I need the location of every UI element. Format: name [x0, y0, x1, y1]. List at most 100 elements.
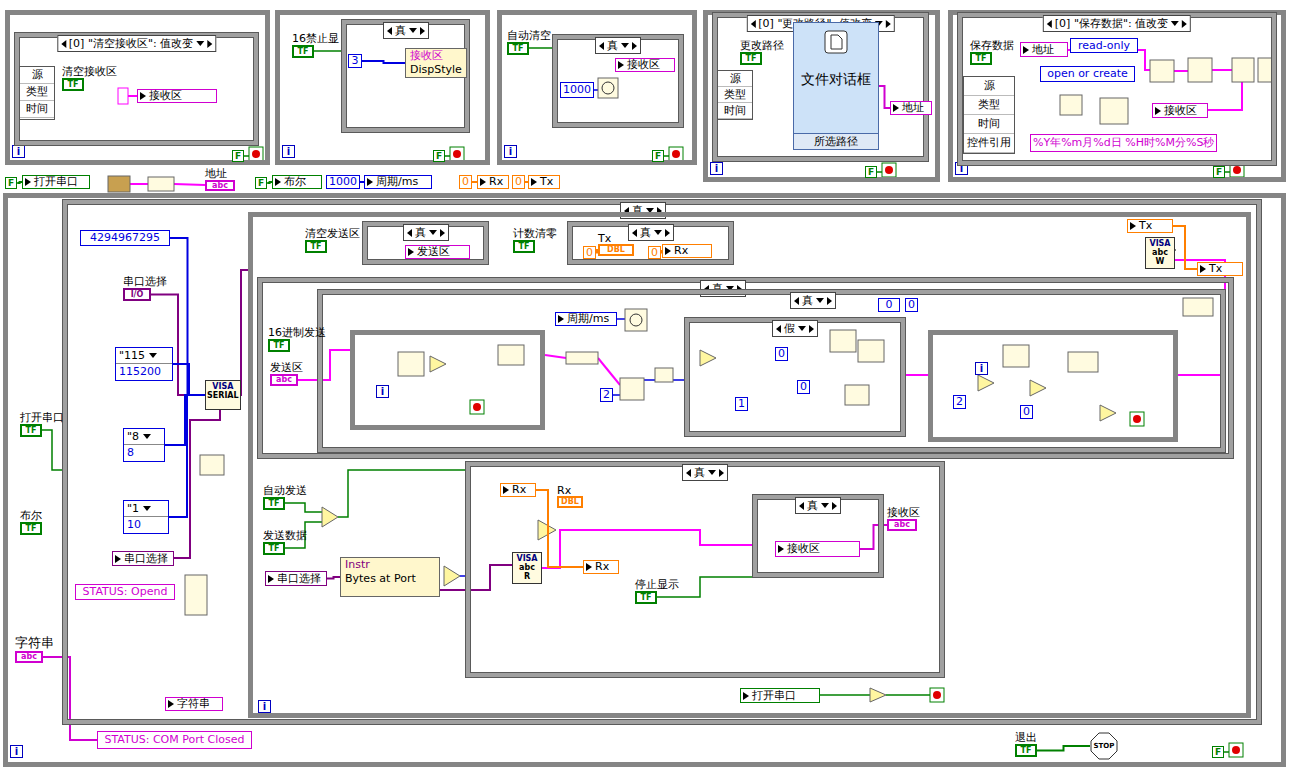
case-selector: 真 — [795, 497, 841, 514]
boolean-wire — [285, 503, 322, 512]
function-icon — [1150, 60, 1174, 82]
case-selector: 真 — [790, 292, 836, 309]
string-wire — [130, 183, 148, 185]
function-icon — [655, 368, 673, 382]
express-vi-title: 文件对话框 — [801, 71, 871, 89]
control-terminal: 打开串口TF — [20, 424, 42, 437]
dropdown-arrow — [798, 326, 806, 331]
case-selector: 真 — [403, 224, 449, 241]
control-terminal: 计数清零TF — [513, 240, 535, 253]
stop-terminal — [470, 400, 484, 414]
constant: F — [1213, 166, 1225, 178]
constant: 0 — [905, 298, 918, 312]
control-terminal: 16进制发送TF — [268, 339, 290, 352]
decrement-arrow — [61, 40, 66, 48]
ring-value-row: 10 — [124, 517, 168, 532]
function-icon — [498, 345, 524, 365]
function-node: VISAabcR — [512, 552, 542, 584]
increment-arrow — [632, 42, 637, 50]
primitive-triangle — [322, 507, 338, 527]
constant: F — [1212, 746, 1224, 758]
control-terminal: TxDBL — [598, 244, 634, 256]
express-vi-icon-page — [831, 35, 842, 49]
constant-value: 0 — [778, 348, 785, 360]
control-terminal: 保存数据TF — [970, 52, 992, 65]
local-variable-icon — [665, 247, 671, 255]
terminal-label: 退出 — [1015, 730, 1037, 745]
case-selector: 真 — [595, 37, 641, 54]
terminal-type: DBL — [559, 498, 581, 506]
case-structure: 真4294967295串口选择I/O"115115200"88"110VISAS… — [63, 200, 1261, 724]
constant: F — [652, 150, 664, 162]
constant: 4294967295 — [80, 230, 170, 246]
ring-row: "1 — [124, 501, 168, 517]
boolean-wire — [529, 47, 553, 49]
case-structure: 真发送区 — [363, 222, 488, 264]
iteration-terminal: i — [12, 145, 25, 158]
local-variable-name: 地址 — [902, 102, 928, 114]
control-terminal: 发送区abc — [270, 374, 298, 386]
boolean-wire — [1225, 171, 1230, 173]
ring-value: 8 — [127, 446, 134, 459]
decrement-arrow — [686, 469, 691, 477]
boolean-wire — [664, 155, 669, 157]
increment-arrow — [886, 20, 891, 28]
wire — [327, 577, 340, 579]
constant-value: STATUS: Opend — [78, 585, 172, 599]
primitive-triangle — [1100, 405, 1116, 421]
event-data-node: 源类型时间 — [19, 66, 55, 120]
terminal-label: 发送区 — [270, 360, 303, 375]
constant-value: 0 — [800, 381, 807, 393]
local-variable-name: 打开串口 — [752, 689, 816, 702]
terminal-type: TF — [1017, 746, 1035, 755]
dropdown-arrow — [429, 230, 437, 235]
local-variable-name: 打开串口 — [34, 176, 86, 188]
local-variable: Rx — [500, 483, 536, 497]
stop-dot — [1233, 166, 1241, 174]
property-row: Bytes at Port — [341, 572, 439, 586]
constant: 1 — [735, 397, 748, 411]
event-data-field: 时间 — [20, 101, 54, 118]
terminal-type: TF — [742, 54, 760, 63]
local-variable: 接收区 — [775, 541, 860, 557]
local-variable-icon — [558, 315, 564, 323]
stop-dot — [252, 150, 1241, 754]
local-variable-name: 地址 — [1032, 43, 1064, 56]
control-terminal: 地址abc — [205, 180, 235, 191]
local-variable-name: Tx — [1209, 263, 1239, 275]
while-loop: i真4294967295串口选择I/O"115115200"88"110VISA… — [3, 193, 1286, 767]
function-icon — [830, 330, 856, 352]
function-icon — [185, 575, 207, 615]
increment-arrow — [665, 229, 670, 237]
while-loop: i20 — [928, 330, 1178, 442]
increment-arrow — [420, 27, 425, 35]
string-wire — [542, 530, 753, 568]
local-variable: 周期/ms — [364, 175, 432, 189]
local-variable-icon — [115, 555, 121, 563]
decrement-arrow — [1047, 20, 1052, 28]
constant: STATUS: Opend — [75, 584, 175, 600]
function-icon — [1258, 58, 1272, 82]
wire — [170, 238, 205, 395]
constant-value: F — [436, 151, 442, 161]
local-variable-name: 字符串 — [177, 698, 219, 710]
event-data-field: 控件引用 — [964, 134, 1014, 153]
local-variable-icon — [168, 700, 174, 708]
terminal-label: 16禁止显 — [292, 31, 339, 46]
property-row: Instr — [341, 558, 439, 572]
property-row: 接收区 — [406, 49, 466, 63]
function-icon-text: W — [1147, 257, 1173, 266]
boolean-wire — [886, 694, 930, 696]
constant-value: F — [1215, 747, 1221, 757]
constant-value: 0 — [1023, 406, 1030, 418]
terminal-type: abc — [272, 376, 296, 384]
terminal-type: TF — [265, 499, 283, 508]
property-node: InstrBytes at Port — [340, 557, 440, 597]
local-variable-icon — [618, 61, 624, 69]
constant-value: F — [258, 178, 264, 188]
terminal-type: TF — [270, 341, 288, 350]
wire — [43, 657, 97, 740]
local-variable: 串口选择 — [112, 551, 174, 566]
constant: 0 — [878, 298, 900, 312]
